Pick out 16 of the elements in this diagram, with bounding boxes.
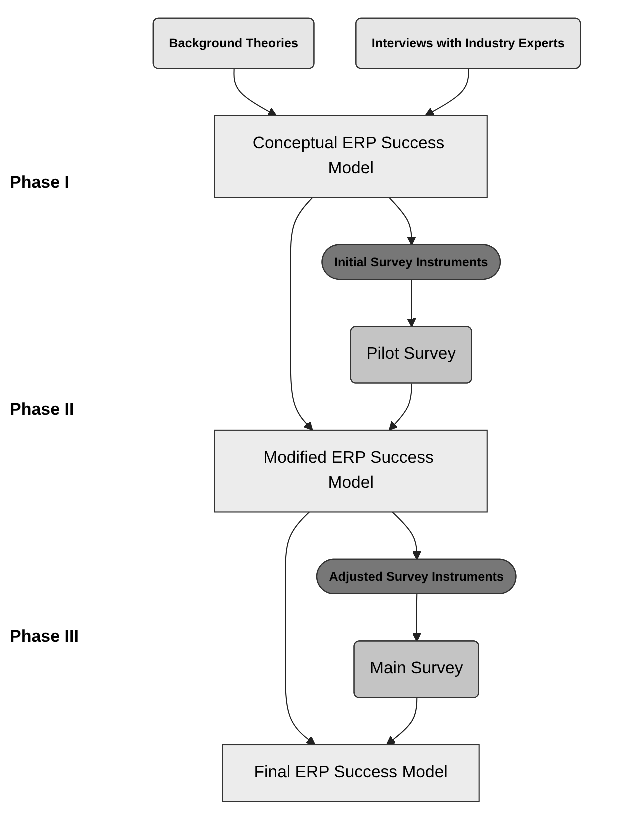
arrow (407, 280, 416, 328)
arrow (392, 512, 422, 560)
arrow (386, 698, 418, 746)
arrow (388, 197, 416, 246)
phase-label: Phase III (10, 626, 80, 647)
arrow (290, 197, 314, 431)
arrow (285, 512, 316, 746)
node-box: Conceptual ERP Success Model (214, 115, 488, 198)
node-box: Final ERP Success Model (222, 744, 480, 802)
arrow (388, 384, 412, 431)
arrow (425, 69, 470, 116)
node-box: Modified ERP Success Model (214, 430, 488, 513)
phase-label: Phase II (10, 400, 76, 420)
arrow (234, 69, 278, 116)
arrow (412, 594, 422, 642)
phase-label: Phase I (10, 173, 71, 194)
